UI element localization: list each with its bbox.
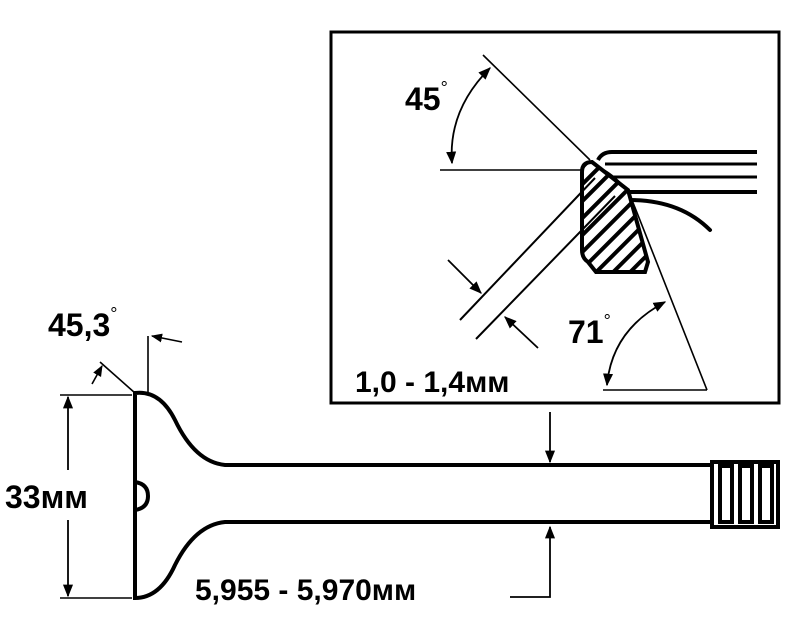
valve bbox=[133, 390, 780, 601]
stem-diameter-label: 5,955 - 5,970мм bbox=[195, 574, 416, 607]
detail-inset: 45° 71° 1,0 - 1,4мм bbox=[329, 30, 781, 405]
stem-diameter-dimension: 5,955 - 5,970мм bbox=[195, 412, 556, 607]
edge-angle-label: 71° bbox=[568, 311, 611, 350]
head-diameter-dimension: 33мм bbox=[4, 394, 132, 599]
angle-arc-45 bbox=[446, 67, 491, 165]
seat-width-arrow-1 bbox=[447, 259, 482, 294]
seat-angle-label: 45° bbox=[405, 78, 448, 117]
angle-arc-71 bbox=[603, 301, 667, 387]
valve-face-dimple bbox=[134, 480, 151, 512]
seat-width-arrow-2 bbox=[504, 316, 539, 349]
seat-width-line-2 bbox=[475, 195, 616, 340]
valve-body bbox=[133, 390, 780, 601]
face-angle-dimension: 45,3° bbox=[48, 304, 183, 394]
valve-seat-insert bbox=[580, 159, 651, 274]
seat-width-line-1 bbox=[459, 177, 596, 321]
head-diameter-label: 33мм bbox=[5, 479, 88, 515]
edge-angle-line bbox=[631, 199, 708, 391]
inset-frame bbox=[329, 30, 781, 405]
seat-width-label: 1,0 - 1,4мм bbox=[355, 366, 509, 399]
seat-angle-line bbox=[482, 54, 591, 161]
face-angle-label: 45,3° bbox=[48, 304, 117, 343]
stem-grooves bbox=[710, 464, 774, 524]
